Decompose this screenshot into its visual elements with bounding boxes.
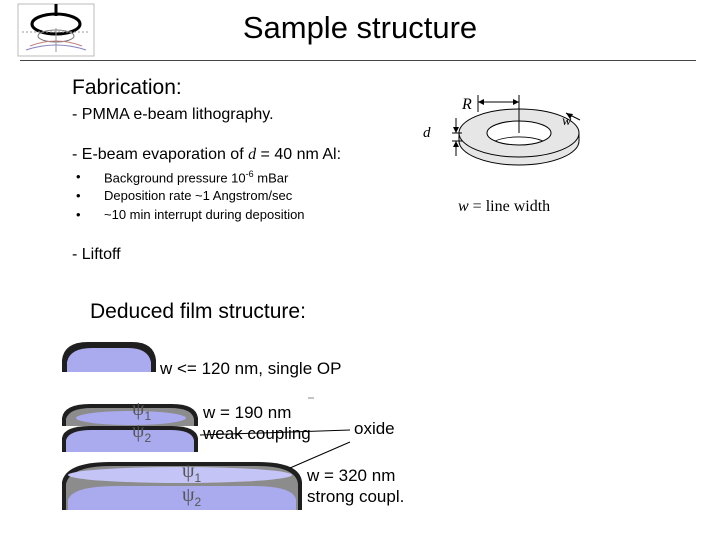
thickness-label: d (423, 125, 431, 141)
psi-symbol: ψ (182, 460, 195, 482)
ring-hole (486, 120, 552, 146)
step-evaporation-suffix: = 40 nm Al: (256, 146, 342, 163)
label-strong-coupling: strong coupl. (307, 487, 405, 506)
ring-side (458, 132, 580, 166)
psi-symbol: ψ (132, 398, 145, 420)
step-evaporation-prefix: - E-beam evaporation of (72, 146, 249, 163)
step-evaporation: - E-beam evaporation of d = 40 nm Al: (72, 146, 341, 164)
oxide-pointer-2 (289, 441, 351, 469)
bullet-marker: • (76, 169, 81, 184)
psi-subscript: 1 (144, 409, 152, 423)
bullet-marker: • (76, 188, 81, 203)
bullet-exponent: -6 (245, 169, 254, 179)
psi1-label-medium: ψ1 (132, 398, 151, 423)
bullet-text: Background pressure 10 (104, 170, 246, 186)
label-single-op: w <= 120 nm, single OP (160, 359, 342, 378)
deduced-heading: Deduced film structure: (90, 300, 306, 323)
ring-top (458, 108, 580, 158)
width-label: w (562, 114, 572, 129)
thickness-arrowheads (453, 127, 459, 147)
bullet-unit: mBar (253, 170, 289, 186)
label-oxide: oxide (354, 419, 395, 438)
ring-caption-text: = line width (468, 198, 551, 215)
logo-graphic (17, 3, 95, 57)
film-profile-narrow (62, 342, 156, 372)
step-lithography: - PMMA e-beam lithography. (72, 106, 274, 123)
page-title: Sample structure (242, 10, 478, 45)
thickness-variable: d (248, 146, 257, 163)
bullet-deposition-rate: Deposition rate ~1 Angstrom/sec (104, 188, 293, 203)
label-weak-width: w = 190 nm (203, 403, 292, 422)
ring-hole-wall (494, 136, 544, 142)
bullet-interrupt: ~10 min interrupt during deposition (104, 207, 305, 222)
film-profile-medium (62, 404, 198, 452)
fabrication-heading: Fabrication: (72, 76, 182, 99)
psi-subscript: 2 (144, 431, 152, 445)
radius-arrowheads (478, 99, 519, 105)
bullet-marker: • (76, 207, 81, 222)
psi-symbol: ψ (132, 420, 145, 442)
psi-subscript: 1 (194, 471, 202, 485)
psi-symbol: ψ (182, 484, 195, 506)
psi1-label-wide: ψ1 (182, 460, 201, 485)
psi2-label-medium: ψ2 (132, 420, 151, 445)
ring-caption-variable: w (458, 198, 469, 215)
title-divider (20, 60, 696, 61)
step-liftoff: - Liftoff (72, 246, 121, 263)
logo (16, 2, 96, 58)
psi2-label-wide: ψ2 (182, 484, 201, 509)
bullet-background-pressure: Background pressure 10-6 mBar (104, 169, 288, 185)
label-weak-coupling: weak coupling (203, 424, 311, 443)
label-strong-width: w = 320 nm (307, 466, 396, 485)
ring-caption: w = line width (458, 198, 550, 216)
radius-label: R (462, 96, 472, 113)
psi-subscript: 2 (194, 495, 202, 509)
